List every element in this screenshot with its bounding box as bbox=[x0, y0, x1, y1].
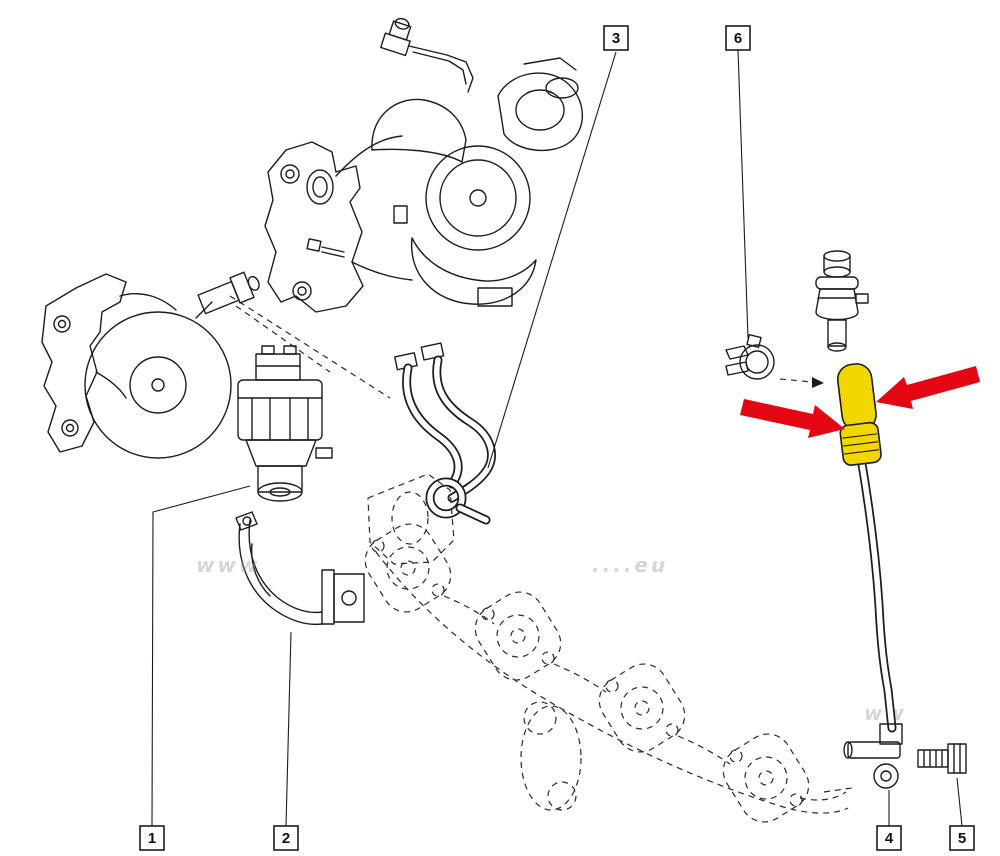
banjo-fitting bbox=[843, 723, 903, 789]
callouts: 1 2 3 4 5 6 bbox=[139, 25, 975, 851]
assembly-direction-dash bbox=[779, 378, 813, 383]
construction-lines bbox=[229, 295, 391, 399]
leader-lines bbox=[151, 49, 963, 827]
turbocharger-assembly bbox=[264, 17, 584, 313]
callout-3-label: 3 bbox=[612, 30, 620, 47]
watermark: www ....eu ww bbox=[196, 553, 907, 725]
callout-5-label: 5 bbox=[958, 830, 966, 847]
mounting-bracket bbox=[235, 511, 365, 626]
callout-2: 2 bbox=[273, 825, 299, 851]
watermark-left: www bbox=[196, 553, 260, 577]
highlight-arrow-right-icon bbox=[876, 366, 980, 409]
watermark-right: ww bbox=[864, 701, 907, 725]
exhaust-manifold bbox=[364, 473, 853, 823]
highlight-arrow-left-icon bbox=[740, 399, 845, 438]
vacuum-pump bbox=[41, 271, 260, 459]
watermark-center: ....eu bbox=[592, 553, 668, 577]
top-valve bbox=[815, 250, 869, 352]
highlighted-hose-upper bbox=[836, 363, 877, 431]
callout-3: 3 bbox=[603, 25, 629, 51]
callout-2-label: 2 bbox=[282, 830, 290, 847]
assembly-direction-arrowhead bbox=[812, 377, 824, 388]
callout-5: 5 bbox=[949, 825, 975, 851]
callout-4-label: 4 bbox=[885, 830, 894, 847]
highlighted-hose-section bbox=[836, 363, 882, 466]
hose-clamp bbox=[725, 333, 775, 380]
solenoid-valve bbox=[237, 345, 333, 502]
callout-1: 1 bbox=[139, 825, 165, 851]
banjo-bolt bbox=[917, 743, 967, 774]
callout-6: 6 bbox=[725, 25, 751, 51]
callout-4: 4 bbox=[876, 825, 902, 851]
callout-6-label: 6 bbox=[734, 30, 742, 47]
vacuum-hoses bbox=[394, 342, 496, 525]
oil-supply-pipe-assembly bbox=[725, 250, 967, 789]
callout-1-label: 1 bbox=[148, 830, 156, 847]
